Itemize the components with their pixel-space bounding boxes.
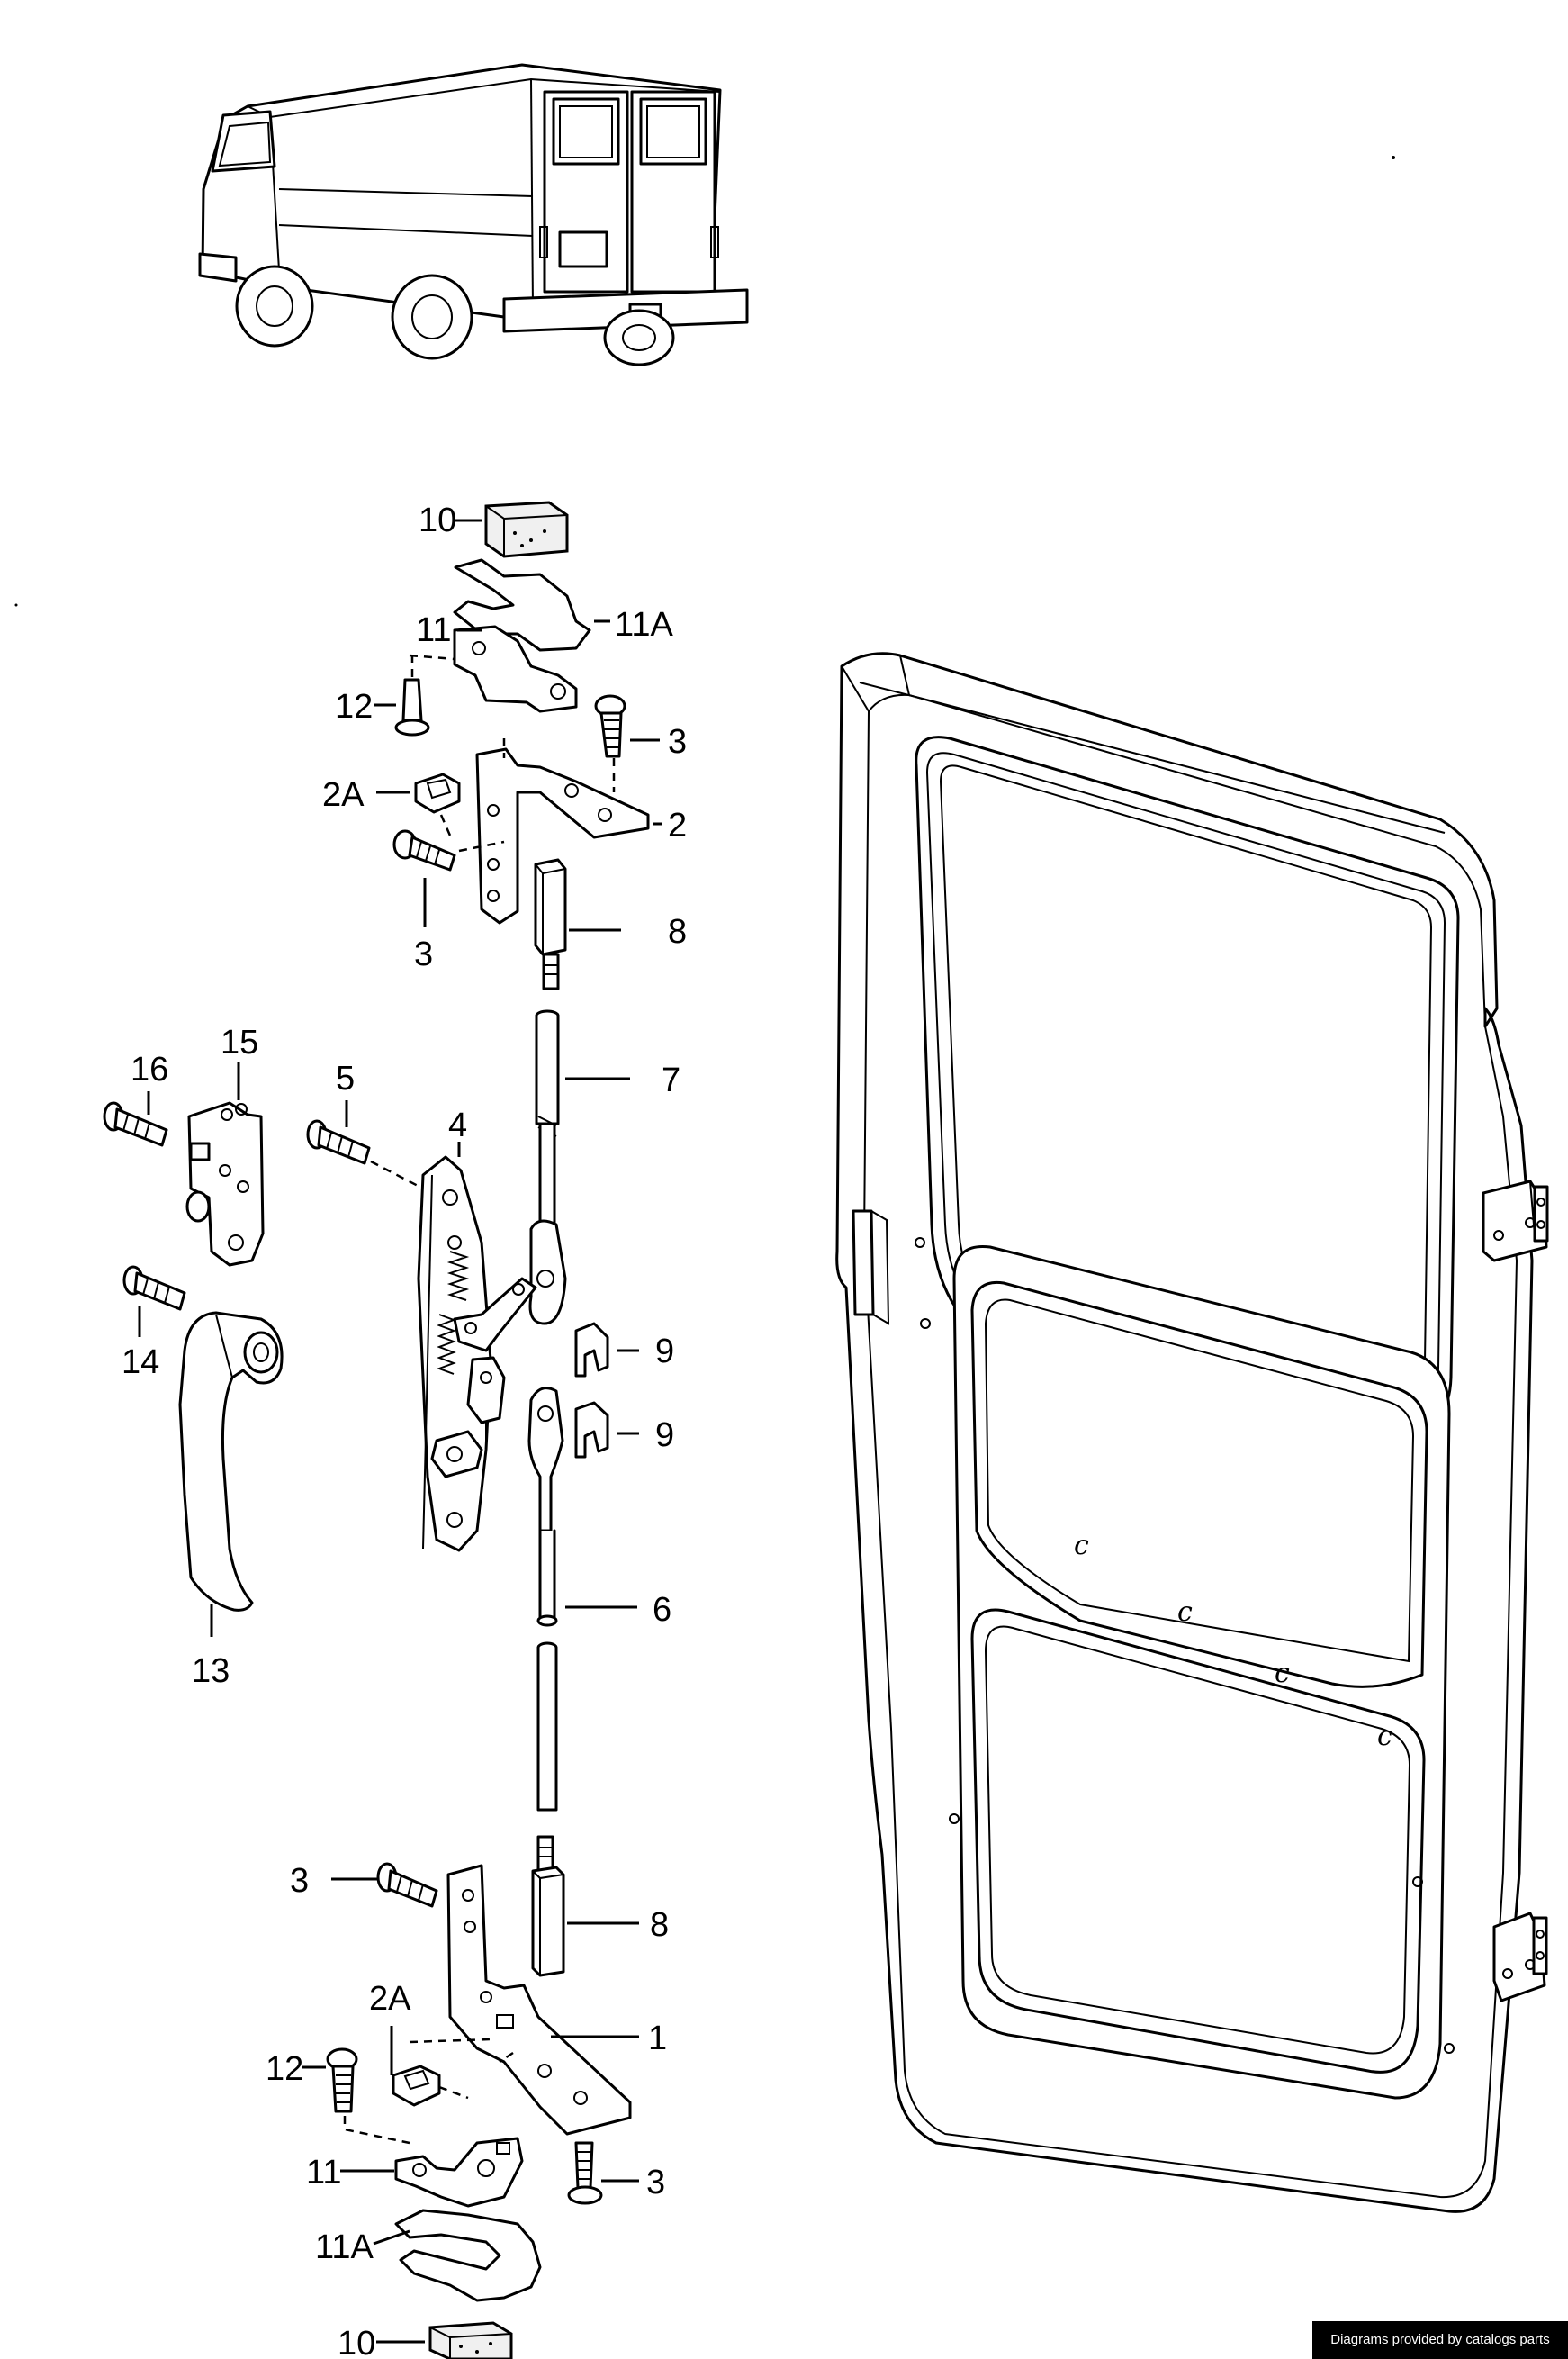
clip-11A-bottom	[394, 2209, 542, 2302]
rod-6	[527, 1387, 564, 1812]
callout-11A-top: 11A	[615, 606, 673, 644]
clip-9-a	[574, 1322, 609, 1378]
callout-6: 6	[653, 1591, 671, 1629]
callout-10-bottom: 10	[338, 2325, 375, 2359]
rod-coupler-8-top	[534, 858, 567, 990]
screw-3-top	[594, 694, 626, 758]
callout-9-b: 9	[655, 1416, 674, 1454]
guide-lines-top	[409, 654, 616, 853]
door-handle-13	[178, 1311, 284, 1612]
callout-11-bottom: 11	[306, 2154, 341, 2192]
callout-labels: 10 11A 11 12 3 2A 2 3 8 16 15 5 4 7 14 9…	[122, 502, 687, 2359]
callout-9-a: 9	[655, 1333, 674, 1370]
callout-8-bottom: 8	[650, 1906, 669, 1944]
bracket-15	[185, 1101, 265, 1267]
rod-7	[528, 1009, 567, 1325]
callout-5: 5	[336, 1060, 355, 1098]
callout-3-b: 3	[414, 935, 433, 973]
callout-11A-bottom: 11A	[315, 2228, 374, 2266]
svg-text:c: c	[1074, 1530, 1089, 1561]
clip-9-b	[574, 1401, 609, 1459]
callout-2: 2	[668, 807, 687, 845]
callout-15: 15	[221, 1024, 258, 1062]
callout-11-top: 11	[416, 611, 451, 649]
bracket-11-bottom	[394, 2137, 524, 2208]
rod-coupler-8-bottom	[531, 1835, 565, 1977]
svg-text:c: c	[1377, 1721, 1392, 1752]
screw-14	[122, 1265, 186, 1311]
svg-text:c: c	[1177, 1596, 1193, 1628]
callout-13: 13	[192, 1652, 230, 1690]
screw-3-bottom	[376, 1862, 438, 1908]
foam-block-bottom	[428, 2321, 513, 2359]
callout-3-d: 3	[646, 2164, 665, 2201]
callout-3-c: 3	[290, 1862, 309, 1900]
callout-12-bottom: 12	[266, 2050, 303, 2088]
leader-lines	[138, 519, 662, 2344]
bolt-12-top	[394, 678, 430, 737]
upper-hinge	[1482, 1180, 1549, 1262]
callout-2A-bottom: 2A	[369, 1980, 411, 2018]
callout-3-a: 3	[668, 723, 687, 761]
screw-16	[103, 1101, 168, 1147]
callout-1: 1	[648, 2020, 667, 2057]
hinge-2-top	[475, 747, 650, 925]
callout-2A-top: 2A	[322, 776, 365, 814]
svg-text:c: c	[1275, 1658, 1290, 1689]
screw-3-bottom-right	[567, 2141, 603, 2205]
guide-line-5	[370, 1160, 424, 1190]
lower-hinge	[1492, 1912, 1548, 2002]
foam-block-top	[484, 501, 569, 558]
callout-7: 7	[662, 1062, 680, 1099]
rear-door-panel: c c c c	[835, 652, 1549, 2213]
callout-16: 16	[131, 1051, 168, 1089]
diagram-credit: Diagrams provided by catalogs parts	[1312, 2321, 1568, 2359]
bracket-11-top	[453, 625, 578, 713]
bolt-12-bottom	[326, 2047, 358, 2113]
nut-2A-bottom	[392, 2065, 441, 2107]
callout-14: 14	[122, 1343, 159, 1381]
callout-10-top: 10	[419, 502, 456, 539]
callout-4: 4	[448, 1107, 467, 1144]
screw-3-left	[392, 829, 456, 872]
nut-2A-top	[414, 773, 461, 814]
latch-4	[417, 1155, 537, 1552]
callout-12-top: 12	[335, 688, 373, 726]
van-illustration	[198, 63, 749, 366]
callout-8-top: 8	[668, 913, 687, 951]
hinge-1-bottom	[446, 1864, 632, 2136]
screw-5	[306, 1119, 371, 1165]
